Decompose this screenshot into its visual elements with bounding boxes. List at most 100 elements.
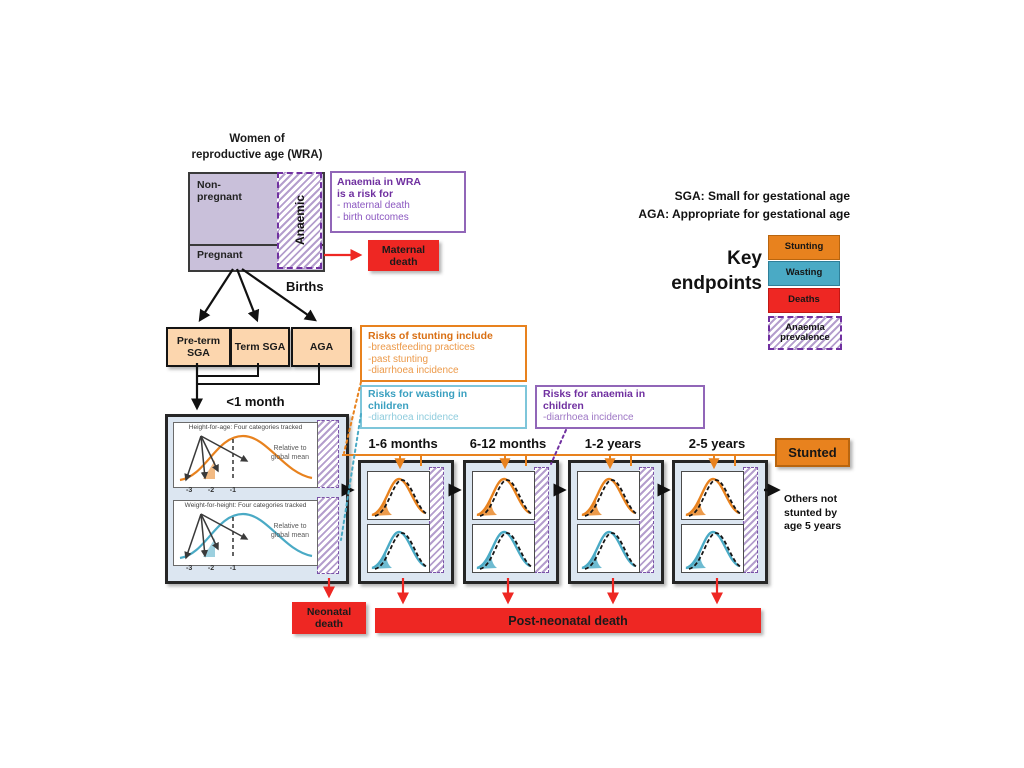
wasting-risk-item: -diarrhoea incidence bbox=[368, 412, 459, 423]
tick: -2 bbox=[207, 487, 215, 494]
wasting-curve bbox=[685, 530, 740, 570]
stage-distribution-box bbox=[358, 460, 454, 584]
anaemia-child-risks-title: Risks for anaemia in children bbox=[543, 388, 646, 412]
wasting-distribution-panel bbox=[367, 524, 430, 573]
stunting-risk-item: -breastfeeding practices bbox=[368, 342, 475, 353]
anaemia-child-risks-note: Risks for anaemia in children -diarrhoea… bbox=[535, 385, 705, 429]
births-arrows bbox=[198, 268, 317, 323]
month1-box: Height-for-age: Four categories tracked … bbox=[165, 414, 349, 584]
legend-stunting-swatch: Stunting bbox=[768, 235, 840, 260]
reference-dashed-curve bbox=[479, 532, 533, 570]
stage-label: 6-12 months bbox=[469, 436, 547, 451]
anaemia-risk-note: Anaemia in WRA is a risk for - maternal … bbox=[330, 171, 466, 233]
anaemia-hatch-strip bbox=[639, 467, 654, 573]
stunting-distribution-panel bbox=[472, 471, 535, 520]
stunting-curve-plot bbox=[581, 477, 638, 517]
weight-for-height-panel: Weight-for-height: Four categories track… bbox=[173, 500, 318, 566]
stage-distribution-box bbox=[463, 460, 559, 584]
curve-tail-fill bbox=[581, 551, 602, 569]
height-for-age-panel: Height-for-age: Four categories tracked … bbox=[173, 422, 318, 488]
curve-tail-fill bbox=[371, 551, 392, 569]
others-not-stunted-note: Others not stunted by age 5 years bbox=[784, 493, 842, 532]
stunting-curve-plot bbox=[476, 477, 533, 517]
anaemia-hatch-strip bbox=[534, 467, 549, 573]
births-label: Births bbox=[286, 279, 324, 294]
wasting-curve bbox=[581, 530, 636, 570]
stunting-curve bbox=[685, 477, 740, 517]
wasting-risks-note: Risks for wasting in children -diarrhoea… bbox=[360, 385, 527, 429]
stunting-curve-plot bbox=[685, 477, 742, 517]
stunting-risk-item: -diarrhoea incidence bbox=[368, 365, 459, 376]
zscore-ticks: -3 -2 -1 bbox=[186, 565, 236, 572]
stunting-curve bbox=[371, 477, 426, 517]
sga-aga-definitions: SGA: Small for gestational age AGA: Appr… bbox=[638, 189, 850, 221]
stunting-distribution-panel bbox=[367, 471, 430, 520]
curve-tail-fill bbox=[685, 498, 706, 516]
stage-1: 1-6 months bbox=[358, 436, 454, 584]
anaemia-hatch-strip bbox=[317, 420, 339, 488]
reference-dashed-curve bbox=[688, 532, 742, 570]
stunted-box: Stunted bbox=[775, 438, 850, 467]
wasting-curve-plot bbox=[581, 530, 638, 570]
curve-tail-fill bbox=[685, 551, 706, 569]
height-for-age-title: Height-for-age: Four categories tracked bbox=[188, 424, 303, 431]
term-sga-box: Term SGA bbox=[230, 327, 290, 367]
tick: -1 bbox=[229, 565, 236, 572]
pregnant-divider bbox=[190, 244, 323, 246]
shaded-category-area bbox=[203, 460, 215, 479]
wasting-curve bbox=[476, 530, 531, 570]
tick: -3 bbox=[186, 565, 193, 572]
reference-dashed-curve bbox=[374, 532, 428, 570]
anaemic-label: Anaemic bbox=[292, 195, 307, 246]
tick: -2 bbox=[207, 565, 215, 572]
curve-tail-fill bbox=[476, 551, 497, 569]
reference-dashed-curve bbox=[479, 479, 533, 517]
anaemia-child-risk-item: -diarrhoea incidence bbox=[543, 412, 634, 423]
stunting-curve bbox=[581, 477, 636, 517]
wasting-distribution-panel bbox=[681, 524, 744, 573]
wasting-distribution-panel bbox=[577, 524, 640, 573]
reference-dashed-curve bbox=[374, 479, 428, 517]
relative-note: Relative to global mean bbox=[270, 445, 310, 461]
anaemia-risk-item: - maternal death bbox=[337, 200, 410, 211]
reference-dashed-curve bbox=[688, 479, 742, 517]
stunting-risks-title: Risks of stunting include bbox=[368, 330, 493, 342]
wra-title: Women of reproductive age (WRA) bbox=[191, 133, 323, 161]
stage-4: 2-5 years bbox=[672, 436, 768, 584]
relative-note: Relative to global mean bbox=[270, 523, 310, 539]
tick: -1 bbox=[229, 487, 236, 494]
anaemia-hatch-strip bbox=[429, 467, 444, 573]
anaemia-hatch-strip bbox=[317, 497, 339, 574]
aga-box: AGA bbox=[291, 327, 352, 367]
category-fan-arrows bbox=[184, 435, 249, 482]
maternal-death-box: Maternal death bbox=[368, 240, 439, 271]
preterm-sga-box: Pre-term SGA bbox=[166, 327, 231, 367]
stunting-risk-item: -past stunting bbox=[368, 353, 429, 365]
stage-3: 1-2 years bbox=[568, 436, 664, 584]
category-fan-arrows bbox=[184, 513, 249, 560]
reference-dashed-curve bbox=[584, 479, 638, 517]
curve-tail-fill bbox=[371, 498, 392, 516]
anaemic-strip: Anaemic bbox=[277, 172, 322, 269]
legend-anaemia-swatch: Anaemia prevalence bbox=[768, 316, 842, 350]
wra-box: Non- pregnant Pregnant Anaemic bbox=[188, 172, 325, 272]
wasting-curve-plot bbox=[476, 530, 533, 570]
month1-label: <1 month bbox=[226, 394, 285, 409]
weight-for-height-title: Weight-for-height: Four categories track… bbox=[184, 502, 307, 509]
wasting-distribution-panel bbox=[472, 524, 535, 573]
wasting-curve-plot bbox=[371, 530, 428, 570]
wasting-curve bbox=[371, 530, 426, 570]
anaemia-risk-item: - birth outcomes bbox=[337, 212, 409, 223]
stage-label: 1-6 months bbox=[368, 436, 438, 451]
anaemia-risk-title: Anaemia in WRA is a risk for bbox=[337, 176, 422, 200]
pregnant-label: Pregnant bbox=[197, 249, 243, 261]
key-endpoints-title: Key endpoints bbox=[671, 248, 762, 294]
legend-wasting-swatch: Wasting bbox=[768, 261, 840, 286]
non-pregnant-label: Non- pregnant bbox=[197, 179, 242, 203]
stunting-curve-plot bbox=[371, 477, 428, 517]
tick: -3 bbox=[186, 487, 193, 494]
wasting-curve-plot bbox=[685, 530, 742, 570]
stage-label: 1-2 years bbox=[584, 436, 642, 451]
